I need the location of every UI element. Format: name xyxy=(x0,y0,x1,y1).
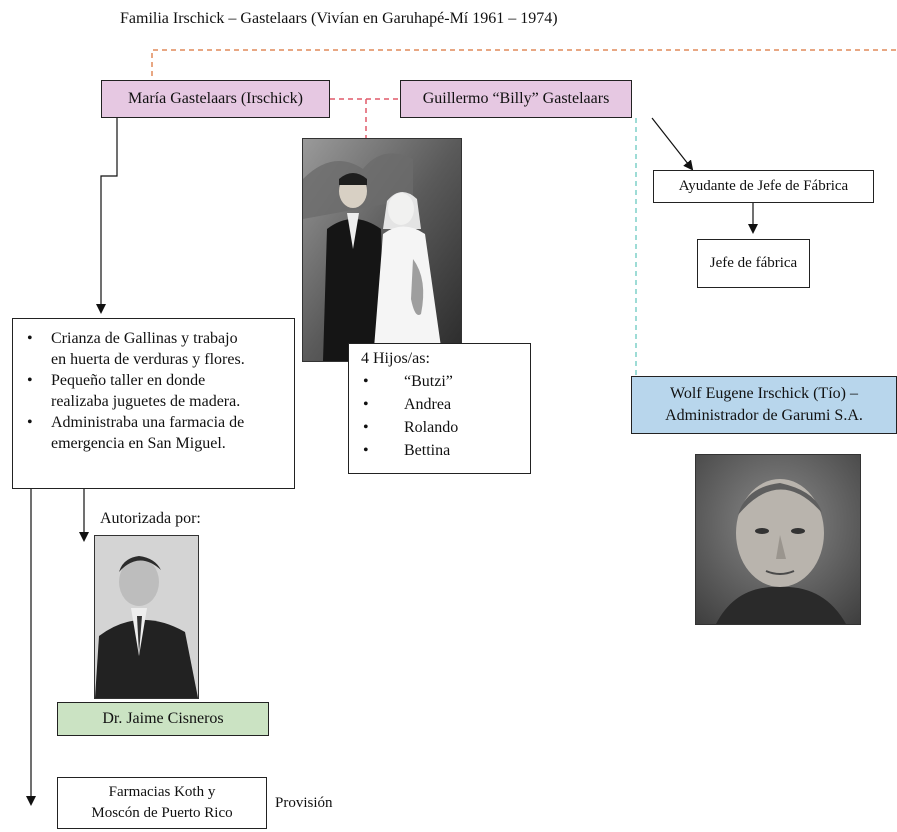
children-box: 4 Hijos/as: “Butzi” Andrea Rolando Betti… xyxy=(348,343,531,474)
provision-label: Provisión xyxy=(275,795,333,811)
child-item: Bettina xyxy=(349,439,530,462)
jaime-portrait-photo xyxy=(94,535,199,699)
wolf-portrait-photo xyxy=(695,454,861,625)
farmacias-line: Moscón de Puerto Rico xyxy=(91,805,233,821)
activities-box: Crianza de Gallinas y trabajo en huerta d… xyxy=(12,318,295,489)
activity-item: Crianza de Gallinas y trabajo en huerta d… xyxy=(13,328,284,370)
node-maria: María Gastelaars (Irschick) xyxy=(101,80,330,118)
child-item: “Butzi” xyxy=(349,370,530,393)
activity-line: realizaba juguetes de madera. xyxy=(51,393,241,410)
children-heading: 4 Hijos/as: xyxy=(361,350,430,367)
node-guillermo: Guillermo “Billy” Gastelaars xyxy=(400,80,632,118)
node-ayudante: Ayudante de Jefe de Fábrica xyxy=(653,170,874,203)
child-item: Rolando xyxy=(349,416,530,439)
node-farmacias: Farmacias Koth y Moscón de Puerto Rico xyxy=(57,777,267,829)
page-title: Familia Irschick – Gastelaars (Vivían en… xyxy=(120,10,558,27)
dashed-connector-marriage xyxy=(330,98,400,138)
wolf-line: Administrador de Garumi S.A. xyxy=(665,407,863,424)
activity-line: emergencia en San Miguel. xyxy=(51,435,226,452)
activity-item: Pequeño taller en donde realizaba juguete… xyxy=(13,370,284,412)
activity-line: en huerta de verduras y flores. xyxy=(51,351,245,368)
child-item: Andrea xyxy=(349,393,530,416)
activity-line: Pequeño taller en donde xyxy=(51,372,206,389)
node-jefe: Jefe de fábrica xyxy=(697,239,810,288)
wedding-photo xyxy=(302,138,462,362)
node-wolf: Wolf Eugene Irschick (Tío) – Administrad… xyxy=(631,376,897,434)
arrow-maria-activities xyxy=(96,118,118,314)
activities-list: Crianza de Gallinas y trabajo en huerta d… xyxy=(13,328,284,454)
farmacias-line: Farmacias Koth y xyxy=(108,784,216,800)
activity-item: Administraba una farmacia de emergencia e… xyxy=(13,412,284,454)
dashed-connector-top xyxy=(151,49,897,85)
arrow-guillermo-ayudante xyxy=(651,117,694,171)
wolf-line: Wolf Eugene Irschick (Tío) – xyxy=(670,385,858,402)
children-list: “Butzi” Andrea Rolando Bettina xyxy=(349,370,530,462)
activity-line: Administraba una farmacia de xyxy=(51,414,245,431)
activity-line: Crianza de Gallinas y trabajo xyxy=(51,330,238,347)
autorizada-label: Autorizada por: xyxy=(100,510,201,527)
node-jaime: Dr. Jaime Cisneros xyxy=(57,702,269,736)
